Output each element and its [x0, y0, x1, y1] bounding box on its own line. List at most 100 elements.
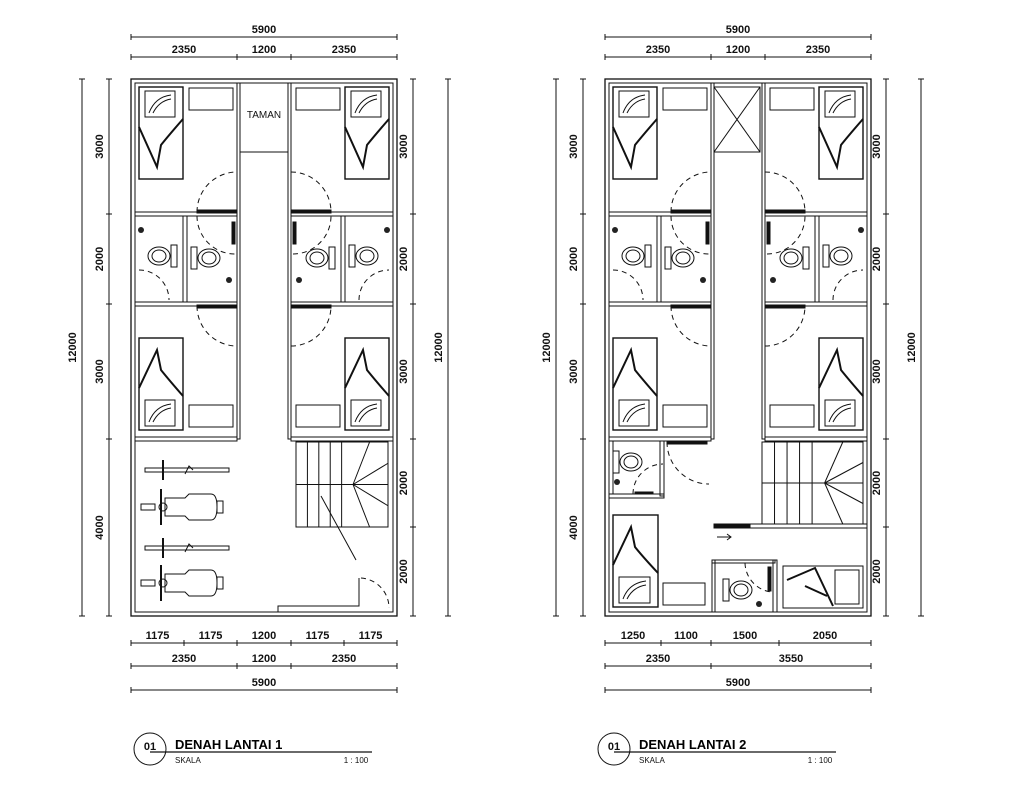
stair-winder — [352, 484, 371, 528]
pillow — [824, 399, 856, 427]
pillow-fold — [828, 94, 852, 114]
door-swing — [196, 215, 236, 255]
door-leaf — [705, 221, 710, 245]
door-swing — [666, 441, 710, 485]
toilet-bowl — [355, 246, 379, 266]
dimension-label: 4000 — [568, 515, 580, 539]
corridor-wall-left — [236, 82, 241, 440]
dimension-label: 1175 — [306, 630, 330, 642]
bed-frame — [138, 337, 184, 431]
toilet — [305, 246, 336, 270]
door-leaf — [670, 209, 712, 214]
pillow — [144, 399, 176, 427]
toilet-tank — [612, 450, 620, 474]
partition-wall — [608, 436, 712, 442]
bicycle-pedal — [184, 543, 194, 553]
floor-drain-icon — [226, 277, 232, 283]
toilet-bowl — [779, 248, 803, 268]
dimension-label: 3000 — [871, 134, 883, 158]
dimension-label: 2350 — [646, 653, 670, 665]
bathroom-outline — [612, 440, 661, 495]
stairs-lantai-1 — [295, 441, 389, 528]
motorcycle-rear — [216, 500, 224, 514]
toilet-tank — [644, 244, 652, 268]
toilet — [779, 246, 810, 270]
stair-winder — [824, 482, 844, 525]
dimension-label: 3000 — [94, 134, 106, 158]
title-number-circle — [597, 732, 631, 766]
bedroom-outline — [782, 565, 864, 609]
bed-frame — [612, 514, 659, 608]
floor-drain-icon — [756, 601, 762, 607]
desk — [662, 87, 708, 111]
desk — [662, 582, 706, 606]
stair-winder — [824, 441, 844, 484]
pillow-fold — [354, 94, 378, 114]
motorcycle-body — [164, 569, 218, 597]
void-box — [713, 86, 761, 153]
title-number-circle — [133, 732, 167, 766]
toilet-tank — [170, 244, 178, 268]
dimension-label: 1200 — [252, 630, 276, 642]
scale-value: 1 : 100 — [808, 756, 833, 765]
pillow-fold — [622, 580, 647, 600]
floor-drain-icon — [858, 227, 864, 233]
partition-wall — [711, 559, 776, 564]
floor-drain-icon — [612, 227, 618, 233]
toilet-bowl — [829, 246, 853, 266]
bathroom-divider — [182, 215, 188, 303]
toilet-tank — [802, 246, 810, 270]
dimension-label: 2000 — [871, 247, 883, 271]
blanket-fold — [612, 523, 659, 574]
door-leaf — [766, 221, 771, 245]
dimension-label: 2000 — [871, 559, 883, 583]
motorcycle-body — [164, 493, 218, 521]
pillow-fold — [354, 403, 378, 423]
pillow-fold — [148, 403, 172, 423]
bed-frame — [612, 86, 658, 180]
door-swing — [670, 171, 712, 213]
door-leaf — [764, 304, 806, 309]
toilet-seat — [623, 455, 639, 469]
bed-frame — [818, 337, 864, 431]
motorcycle-front — [140, 579, 156, 587]
bed-top-left — [612, 86, 658, 180]
blanket-fold — [818, 346, 864, 397]
desk — [188, 404, 234, 428]
dimension-label: 12000 — [541, 332, 553, 363]
bed-bottom-left — [612, 337, 658, 431]
dimension-label: 4000 — [94, 515, 106, 539]
bed-top-left — [138, 86, 184, 180]
toilet-bowl — [619, 452, 643, 472]
dimension-label: 5900 — [252, 24, 276, 36]
blanket-fold — [612, 118, 658, 171]
blanket-fold — [786, 566, 834, 607]
door-leaf — [231, 221, 236, 245]
pillow — [144, 90, 176, 118]
dimension-label: 2350 — [172, 653, 196, 665]
door-swing — [612, 269, 644, 301]
pillow — [350, 90, 382, 118]
blanket-fold — [344, 118, 390, 171]
blanket-fold — [818, 118, 864, 171]
dimension-label: 3000 — [398, 359, 410, 383]
partition-wall — [764, 436, 868, 442]
toilet-bowl — [621, 246, 645, 266]
toilet — [348, 244, 379, 268]
drawing-title: DENAH LANTAI 1 — [175, 737, 282, 752]
toilet-tank — [822, 244, 830, 268]
door-leaf — [290, 209, 332, 214]
dimension-label: 1200 — [726, 44, 750, 56]
garage-door-swing — [360, 577, 390, 609]
top-total-dimension: 5900 — [130, 24, 398, 40]
pillow-fold — [622, 94, 646, 114]
bottom-total-dimension: 5900 — [130, 677, 398, 693]
toilet-bowl — [305, 248, 329, 268]
